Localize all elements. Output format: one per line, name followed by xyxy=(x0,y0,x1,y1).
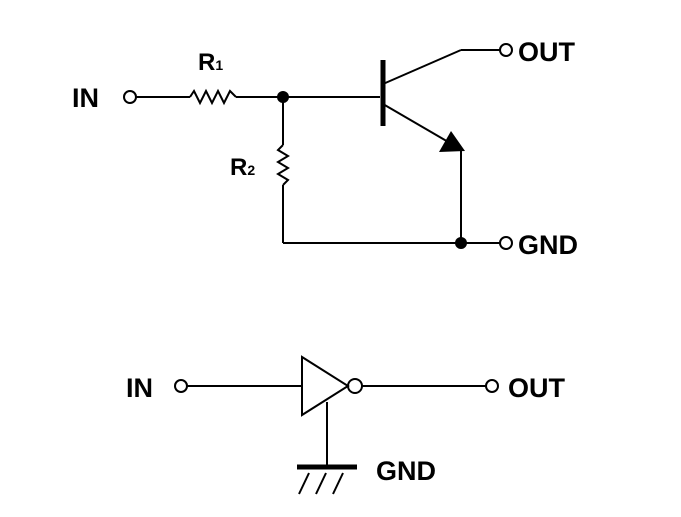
r1-letter: R xyxy=(198,49,215,76)
gnd-label-bottom: GND xyxy=(376,456,436,486)
resistor-r1 xyxy=(189,88,237,106)
inverter-symbol-circuit: IN OUT GND xyxy=(126,355,566,495)
in-terminal-top xyxy=(123,90,137,104)
collector-lead xyxy=(382,49,462,85)
r1-subscript: 1 xyxy=(215,57,223,73)
emitter-lead xyxy=(382,103,451,144)
r1-label: R1 xyxy=(198,49,223,76)
ground-hatch-icon xyxy=(298,472,344,495)
r2-label: R2 xyxy=(230,154,255,181)
in-label-top: IN xyxy=(72,83,99,113)
inverter-bubble-icon xyxy=(347,378,363,394)
in-terminal-bottom xyxy=(174,379,188,393)
inverter-triangle-icon xyxy=(301,355,350,417)
in-label-bottom: IN xyxy=(126,373,153,403)
r2-subscript: 2 xyxy=(247,162,255,178)
gnd-terminal-top xyxy=(499,236,513,250)
out-terminal-top xyxy=(499,43,513,57)
out-terminal-bottom xyxy=(485,379,499,393)
out-label-bottom: OUT xyxy=(508,373,566,403)
emitter-arrow-icon xyxy=(439,131,465,152)
resistor-r2 xyxy=(276,144,290,186)
out-label-top: OUT xyxy=(518,37,576,67)
gnd-label-top: GND xyxy=(518,230,578,260)
r2-letter: R xyxy=(230,154,247,181)
transistor-equivalent-circuit: IN R1 R2 OUT GND xyxy=(72,37,578,260)
